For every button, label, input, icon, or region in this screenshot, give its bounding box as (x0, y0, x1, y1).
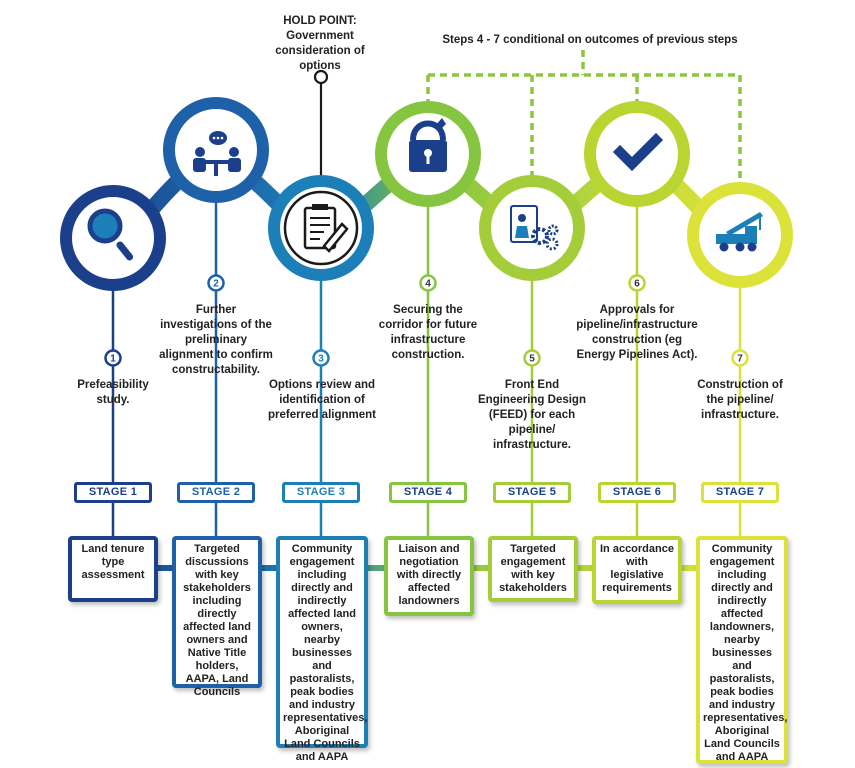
stage-7-engagement: Community engagement including directly … (696, 536, 788, 764)
stage-circle-1 (60, 185, 166, 291)
stage-3-engagement: Community engagement including directly … (276, 536, 368, 763)
stage-5-engagement: Targeted engagement with key stakeholder… (488, 536, 578, 602)
stage-circle-3 (268, 175, 374, 281)
hold-point-note: HOLD POINT: Government consideration of … (272, 14, 368, 74)
stage-circle-4 (375, 101, 481, 207)
number-5: 5 (529, 354, 535, 365)
stage-circle-2 (163, 97, 269, 203)
conditional-note: Steps 4 - 7 conditional on outcomes of p… (442, 34, 738, 46)
padlock-icon (409, 118, 447, 172)
stage-circle-7 (687, 182, 793, 288)
stage-3-label: STAGE 3 (282, 482, 360, 503)
stage-1-label: STAGE 1 (74, 482, 152, 503)
hold-point-text: Government consideration of options (275, 30, 365, 72)
number-7: 7 (737, 354, 743, 365)
stage-6-text: Approvals for pipeline/infrastructure co… (576, 304, 698, 361)
hold-point-title: HOLD POINT: (283, 15, 357, 27)
stage-3-text: Options review and identification of pre… (268, 379, 376, 421)
stage-2-text: Further investigations of the preliminar… (159, 304, 273, 376)
number-1: 1 (110, 354, 116, 365)
number-node-5: 5 (523, 349, 541, 367)
stage-1-text: Prefeasibility study. (77, 379, 149, 406)
stage-number-nodes: 1 2 3 4 5 6 7 (104, 274, 749, 367)
number-3: 3 (318, 354, 324, 365)
stage-7-label: STAGE 7 (701, 482, 779, 503)
crane-truck-icon (716, 212, 763, 252)
checkmark-icon (612, 132, 664, 172)
stage-1-engagement: Land tenure type assessment (68, 536, 158, 602)
stage-5-label: STAGE 5 (493, 482, 571, 503)
stage-4-label: STAGE 4 (389, 482, 467, 503)
stage-4-engagement: Liaison and negotiation with directly af… (384, 536, 474, 616)
stage-6-label: STAGE 6 (598, 482, 676, 503)
stage-2-engagement: Targeted discussions with key stakeholde… (172, 536, 262, 698)
number-node-6: 6 (628, 274, 646, 292)
stage-5-text: Front End Engineering Design (FEED) for … (478, 379, 586, 451)
stage-circle-5 (479, 175, 585, 281)
number-node-2: 2 (207, 274, 225, 292)
stage-2-label: STAGE 2 (177, 482, 255, 503)
number-node-3: 3 (312, 349, 330, 367)
number-node-7: 7 (731, 349, 749, 367)
stage-6-engagement: In accordance with legislative requireme… (592, 536, 682, 604)
number-6: 6 (634, 279, 640, 290)
stage-7-text: Construction of the pipeline/ infrastruc… (697, 379, 783, 421)
meeting-icon (193, 131, 241, 176)
stage-circle-6 (584, 101, 690, 207)
engineer-gears-icon (510, 205, 559, 251)
magnifying-glass-icon (87, 208, 134, 261)
number-node-4: 4 (419, 274, 437, 292)
number-2: 2 (213, 279, 219, 290)
stage-4-text: Securing the corridor for future infrast… (378, 304, 478, 361)
number-node-1: 1 (104, 349, 122, 367)
clipboard-pen-icon (303, 204, 349, 253)
number-4: 4 (425, 279, 431, 290)
